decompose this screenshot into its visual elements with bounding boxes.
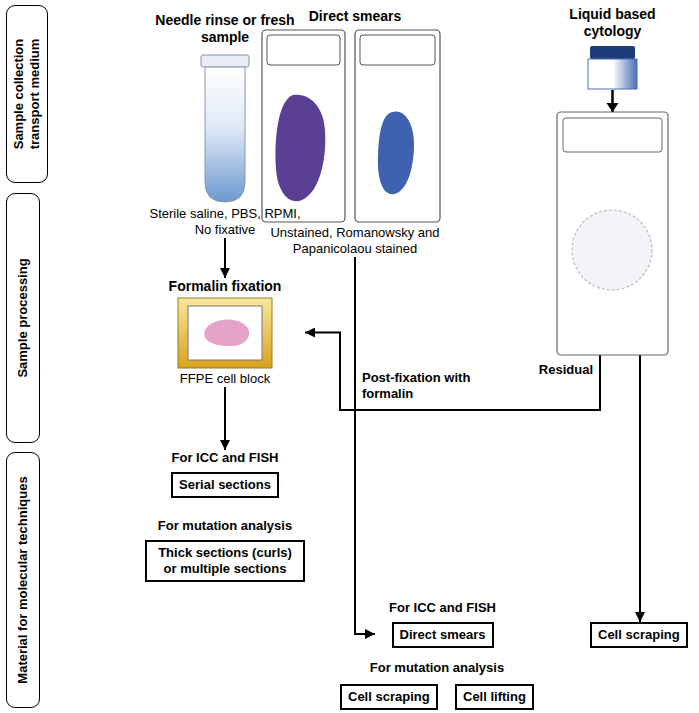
lbc-vial <box>588 46 637 89</box>
box-heading: For ICC and FISH <box>375 600 510 616</box>
smear-slide <box>276 95 326 202</box>
stage-band: Sample processing <box>6 193 40 443</box>
material-box: For ICC and FISH Serial sections <box>145 450 305 498</box>
item-heading: Direct smears <box>240 8 470 25</box>
sample-item: Needle rinse or fresh sampleSterile sali… <box>140 12 310 238</box>
item-caption: FFPE cell block <box>145 371 305 387</box>
lbc-slide <box>557 112 668 355</box>
edge-label: Post-fixation with formalin <box>362 370 502 402</box>
flow-note: Residual <box>530 362 593 378</box>
test-tube <box>201 55 249 202</box>
smear-slide <box>360 35 435 65</box>
box-label: Cell lifting <box>463 689 526 705</box>
band-label: Material for molecular techniques <box>15 460 31 700</box>
material-box: Cell lifting <box>455 684 534 710</box>
cell-block-cassette <box>178 298 272 368</box>
lbc-slide <box>572 210 652 290</box>
box-label: Cell scraping <box>348 689 430 705</box>
box-label: Cell scraping <box>598 627 680 643</box>
cell-block-cassette <box>188 306 262 360</box>
item-heading: Liquid based cytology <box>560 6 665 40</box>
sample-item: Direct smearsUnstained, Romanowsky and P… <box>240 8 470 257</box>
smear-slide <box>355 30 440 222</box>
test-tube <box>201 55 249 67</box>
lbc-slide <box>557 112 668 355</box>
lbc-vial <box>590 46 635 59</box>
cell-block-cassette <box>178 298 272 368</box>
material-box: Cell scraping <box>590 622 688 648</box>
band-label: Sample collection transport medium <box>11 13 43 175</box>
arrow-head <box>607 103 619 112</box>
band-label: Sample processing <box>15 201 31 435</box>
material-box: For mutation analysisThick sections (cur… <box>125 518 325 582</box>
arrow-head <box>607 103 619 112</box>
box-label: Direct smears <box>392 622 494 648</box>
flow-arrow <box>224 238 226 278</box>
material-box: Cell scraping <box>340 684 438 710</box>
smear-slide <box>355 30 440 222</box>
lbc-vial <box>588 59 637 89</box>
smear-slide <box>262 30 345 222</box>
stage-band: Sample collection transport medium <box>6 5 48 183</box>
lbc-slide <box>563 118 662 152</box>
stage-band: Material for molecular techniques <box>6 452 40 708</box>
item-heading: Needle rinse or fresh sample <box>140 12 310 46</box>
item-caption: Unstained, Romanowsky and Papanicolaou s… <box>240 225 470 257</box>
box-heading: For ICC and FISH <box>145 450 305 466</box>
flow-arrow <box>355 257 375 634</box>
smear-slide <box>262 30 345 222</box>
item-heading: Formalin fixation <box>145 278 305 295</box>
box-label: Serial sections <box>171 472 279 498</box>
flow-arrow <box>224 387 226 450</box>
smear-slide <box>378 111 414 194</box>
test-tube <box>205 67 245 202</box>
material-box: For ICC and FISH Direct smears <box>375 600 510 648</box>
sample-item: Liquid based cytology <box>560 6 665 90</box>
group-heading: For mutation analysis <box>342 660 532 676</box>
cell-block-cassette <box>204 320 249 347</box>
sample-item: Formalin fixationFFPE cell block <box>145 278 305 387</box>
box-label: Thick sections (curls) or multiple secti… <box>145 540 305 582</box>
smear-slide <box>267 35 340 65</box>
box-heading: For mutation analysis <box>125 518 325 534</box>
